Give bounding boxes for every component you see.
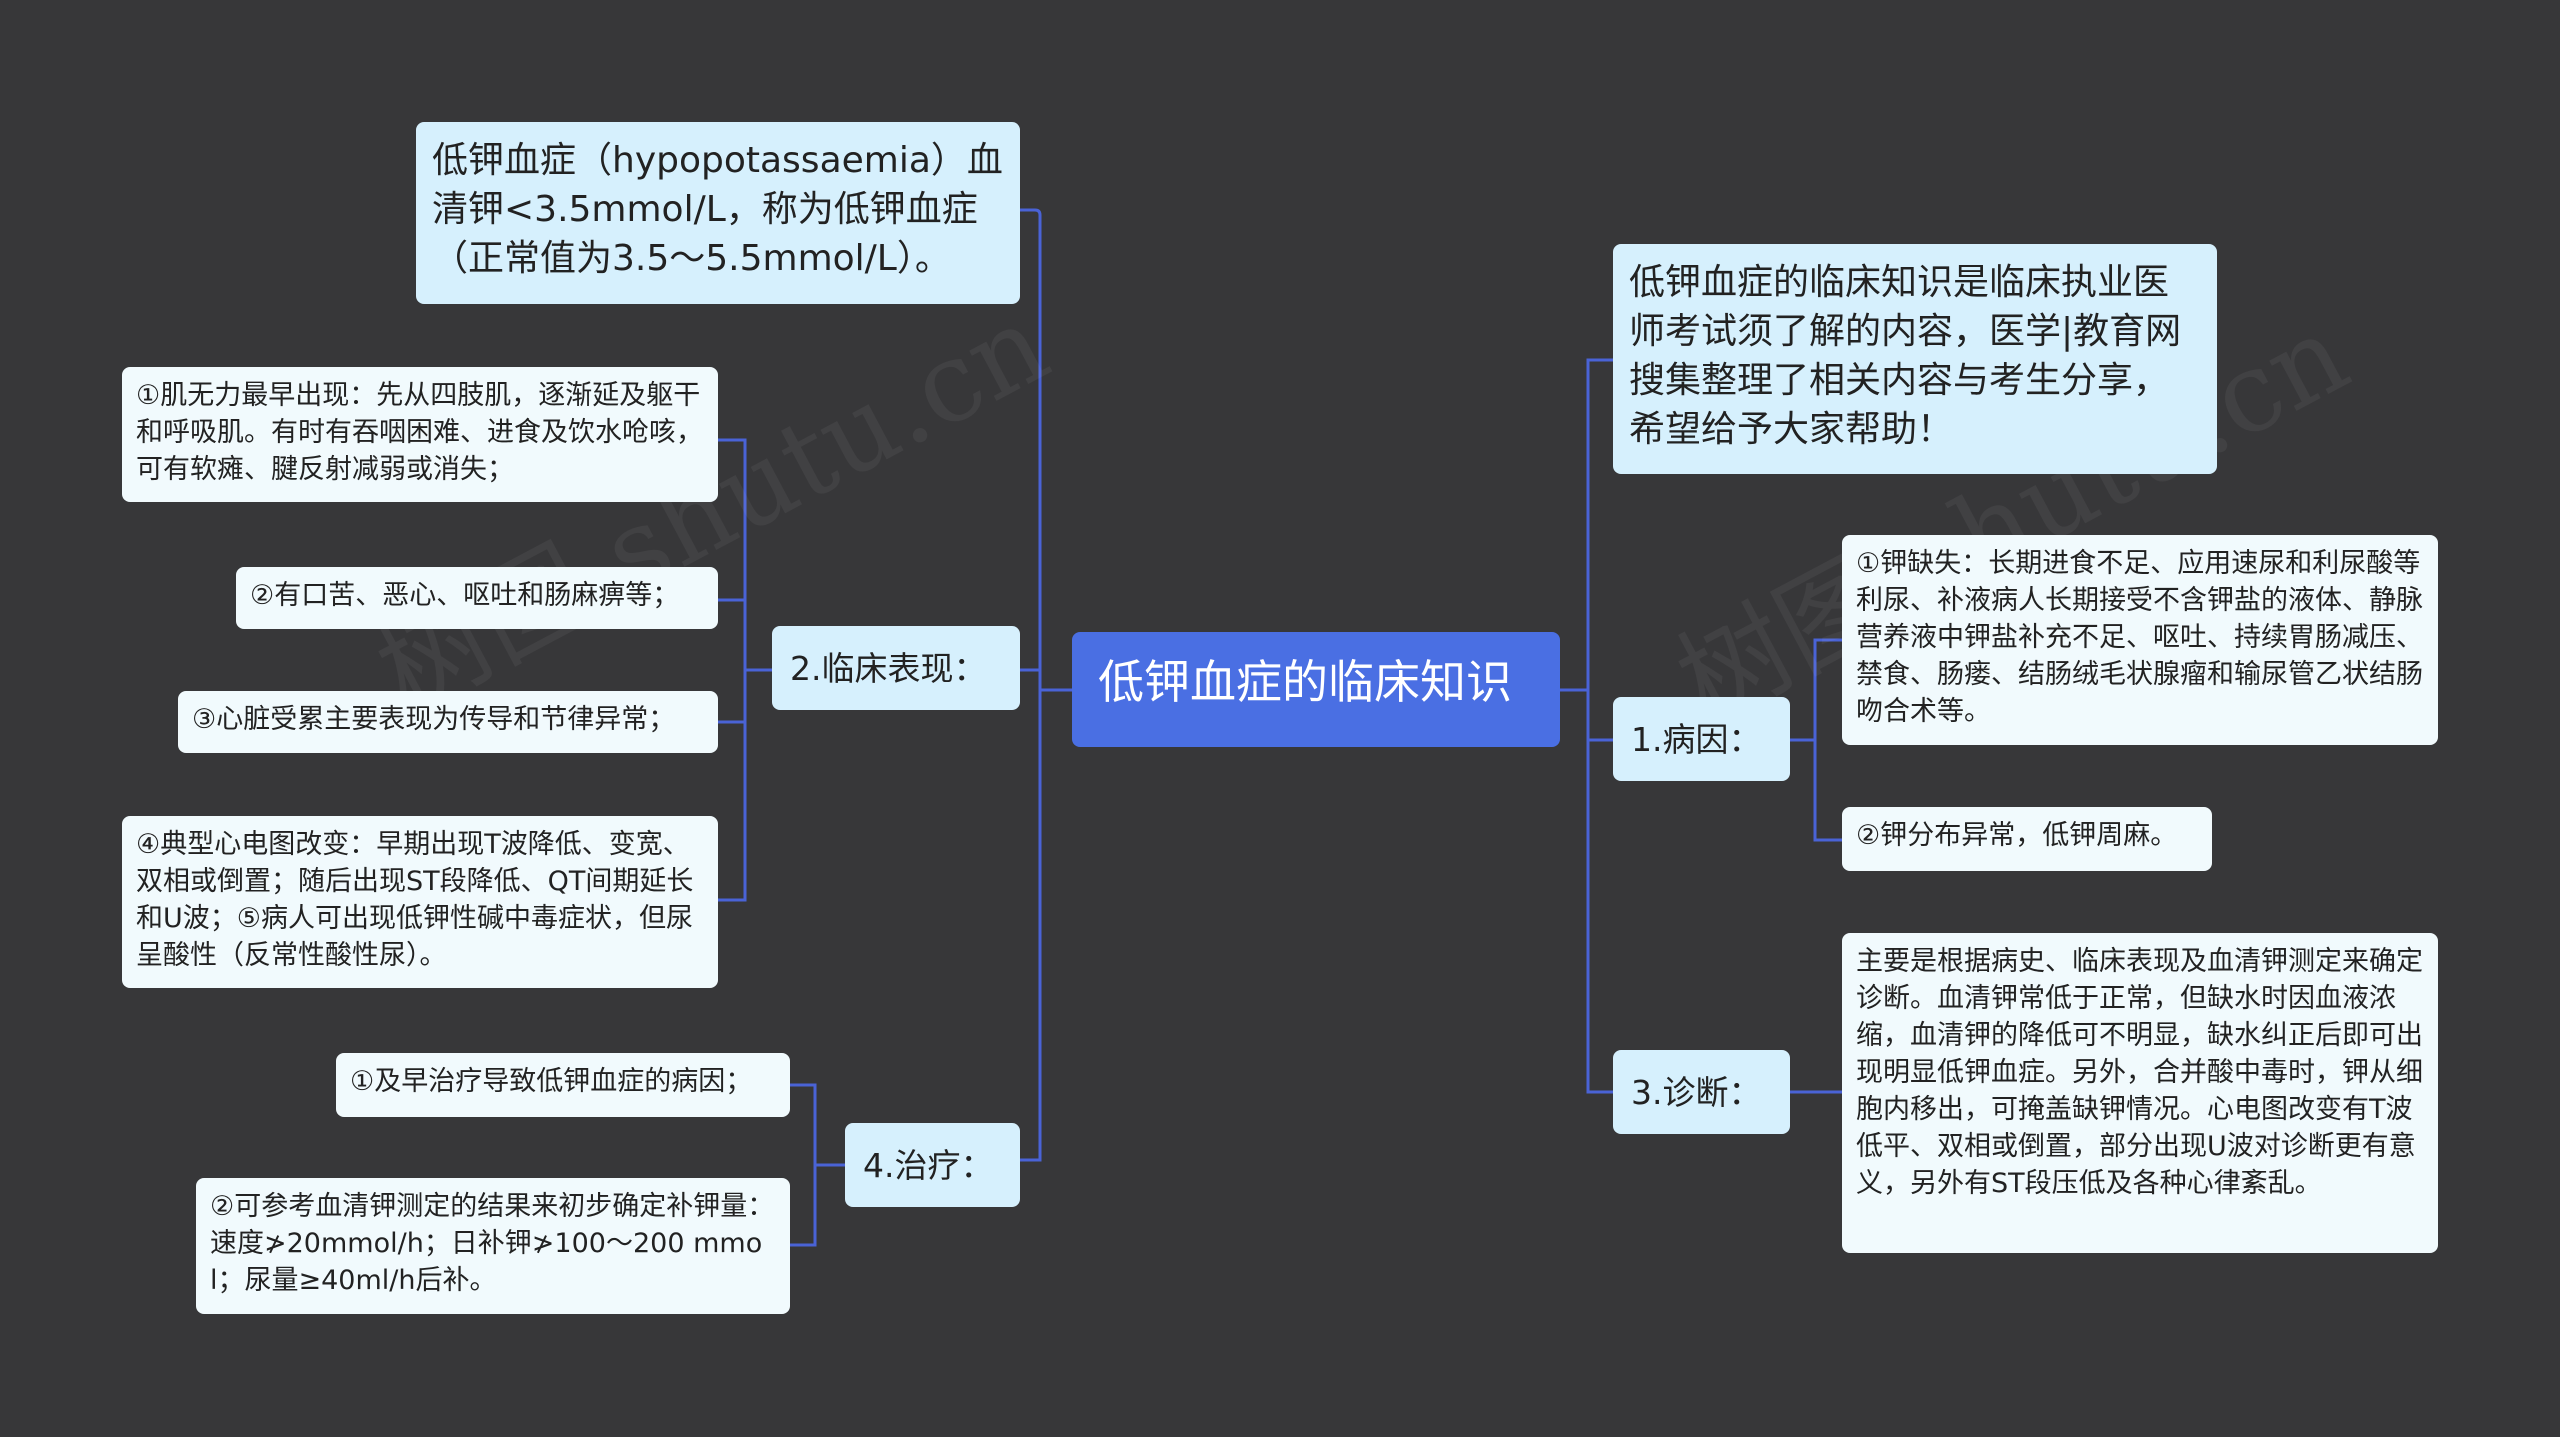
treatment-item-text: ①及早治疗导致低钾血症的病因； — [350, 1066, 753, 1097]
diagnosis-item-1[interactable]: 主要是根据病史、临床表现及血清钾测定来确定诊断。血清钾常低于正常，但缺水时因血液… — [1842, 933, 2438, 1253]
diagnosis-branch-node[interactable]: 3.诊断： — [1613, 1050, 1790, 1134]
cause-label: 1.病因： — [1631, 719, 1762, 759]
connector — [1790, 638, 1842, 742]
treatment-branch-node[interactable]: 4.治疗： — [845, 1123, 1020, 1207]
clinical-item-1[interactable]: ①肌无力最早出现：先从四肢肌，逐渐延及躯干和呼吸肌。有时有吞咽困难、进食及饮水呛… — [122, 367, 718, 502]
clinical-item-text: ①肌无力最早出现：先从四肢肌，逐渐延及躯干和呼吸肌。有时有吞咽困难、进食及饮水呛… — [136, 380, 703, 485]
treatment-item-2[interactable]: ②可参考血清钾测定的结果来初步确定补钾量：速度≯20mmol/h；日补钾≯100… — [196, 1178, 790, 1314]
clinical-item-text: ③心脏受累主要表现为传导和节律异常； — [192, 704, 676, 735]
treatment-item-1[interactable]: ①及早治疗导致低钾血症的病因； — [336, 1053, 790, 1117]
definition-node[interactable]: 低钾血症（hypopotassaemia）血清钾<3.5mmol/L，称为低钾血… — [416, 122, 1020, 304]
connector — [790, 1083, 845, 1167]
cause-item-2[interactable]: ②钾分布异常，低钾周麻。 — [1842, 807, 2212, 871]
diagnosis-label: 3.诊断： — [1631, 1072, 1762, 1112]
connector — [1020, 668, 1072, 692]
treatment-item-text: ②可参考血清钾测定的结果来初步确定补钾量：速度≯20mmol/h；日补钾≯100… — [210, 1191, 775, 1296]
clinical-item-text: ②有口苦、恶心、呕吐和肠麻痹等； — [250, 580, 680, 611]
connector — [1560, 688, 1613, 1094]
connector — [790, 1163, 845, 1247]
clinical-item-4[interactable]: ④典型心电图改变：早期出现T波降低、变宽、双相或倒置；随后出现ST段降低、QT间… — [122, 816, 718, 988]
clinical-branch-node[interactable]: 2.临床表现： — [772, 626, 1020, 710]
clinical-item-2[interactable]: ②有口苦、恶心、呕吐和肠麻痹等； — [236, 567, 718, 629]
intro-node[interactable]: 低钾血症的临床知识是临床执业医师考试须了解的内容，医学|教育网搜集整理了相关内容… — [1613, 244, 2217, 474]
cause-item-text: ①钾缺失：长期进食不足、应用速尿和利尿酸等利尿、补液病人长期接受不含钾盐的液体、… — [1856, 548, 2423, 727]
connector — [1020, 688, 1072, 1162]
root-label: 低钾血症的临床知识 — [1098, 655, 1512, 709]
diagnosis-item-text: 主要是根据病史、临床表现及血清钾测定来确定诊断。血清钾常低于正常，但缺水时因血液… — [1856, 946, 2423, 1199]
root-node[interactable]: 低钾血症的临床知识 — [1072, 632, 1560, 747]
clinical-item-text: ④典型心电图改变：早期出现T波降低、变宽、双相或倒置；随后出现ST段降低、QT间… — [136, 829, 694, 971]
intro-text: 低钾血症的临床知识是临床执业医师考试须了解的内容，医学|教育网搜集整理了相关内容… — [1629, 262, 2182, 450]
cause-branch-node[interactable]: 1.病因： — [1613, 697, 1790, 781]
connector — [718, 668, 772, 902]
treatment-label: 4.治疗： — [863, 1145, 994, 1185]
connector — [1560, 358, 1613, 692]
connector — [718, 598, 772, 672]
connector — [1790, 738, 1842, 842]
cause-item-text: ②钾分布异常，低钾周麻。 — [1856, 820, 2178, 851]
clinical-item-3[interactable]: ③心脏受累主要表现为传导和节律异常； — [178, 691, 718, 753]
cause-item-1[interactable]: ①钾缺失：长期进食不足、应用速尿和利尿酸等利尿、补液病人长期接受不含钾盐的液体、… — [1842, 535, 2438, 745]
definition-text: 低钾血症（hypopotassaemia）血清钾<3.5mmol/L，称为低钾血… — [432, 140, 1003, 279]
clinical-label: 2.临床表现： — [790, 648, 987, 688]
connector — [1020, 208, 1072, 692]
